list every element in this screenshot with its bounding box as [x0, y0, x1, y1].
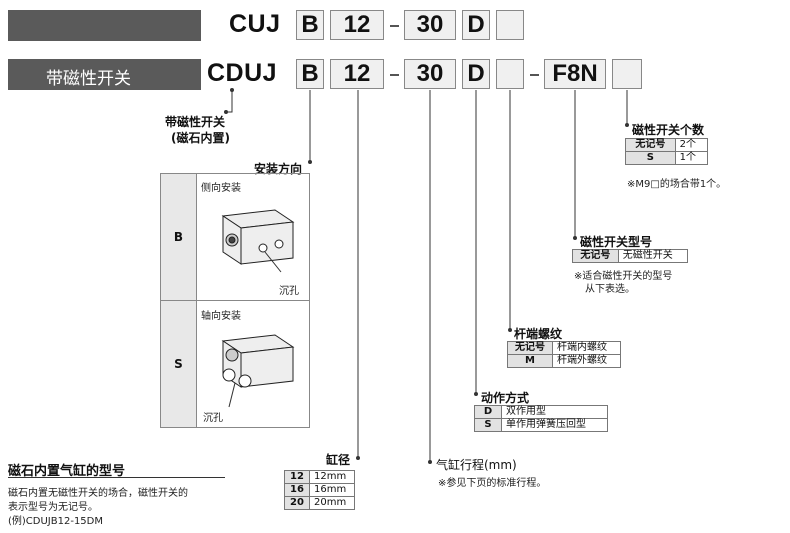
code-mount-1: B: [296, 10, 324, 40]
counterbore-label: 沉孔: [279, 286, 299, 297]
model-prefix-cduj: CDUJ: [207, 59, 278, 87]
bore-title: 缸径: [326, 453, 351, 467]
bore-code: 16: [283, 483, 311, 497]
dash: [530, 74, 539, 76]
code-action-1: D: [462, 10, 490, 40]
bore-value: 20mm: [309, 496, 355, 510]
mounting-desc: 轴向安装: [201, 311, 241, 322]
switch-count-desc: 1个: [674, 151, 709, 165]
magnet-model-example: (例)CDUJB12-15DM: [8, 516, 103, 527]
model-prefix-cuj: CUJ: [229, 10, 281, 38]
code-rod-1: [496, 10, 524, 40]
cylinder-side-mount-icon: [221, 209, 295, 273]
magnet-model-title: 磁石内置气缸的型号: [8, 464, 126, 479]
magnet-title: 带磁性开关: [165, 115, 226, 129]
code-rod-2: [496, 59, 524, 89]
mounting-code: S: [161, 301, 197, 427]
dash: [390, 25, 399, 27]
switch-type-note: 从下表选。: [585, 284, 635, 295]
bore-code: 20: [283, 496, 311, 510]
action-code: D: [474, 405, 502, 419]
mounting-option-b: B 侧向安装 沉孔: [160, 173, 310, 301]
code-stroke-2: 30: [404, 59, 456, 89]
dash: [390, 74, 399, 76]
code-switch-type: F8N: [544, 59, 606, 89]
switch-type-note: ※适合磁性开关的型号: [574, 271, 673, 282]
magnet-subtitle: (磁石内置): [171, 131, 230, 145]
stroke-title: 气缸行程(mm): [436, 458, 517, 472]
divider: [8, 477, 225, 478]
header-bar-2: 带磁性开关: [8, 59, 201, 90]
bore-value: 16mm: [309, 483, 355, 497]
code-action-2: D: [462, 59, 490, 89]
table-row: 无记号无磁性开关: [572, 249, 689, 263]
header-bar-1: [8, 10, 201, 41]
switch-type-code: 无记号: [572, 249, 619, 263]
code-bore-2: 12: [330, 59, 384, 89]
magnet-model-line: 磁石内置无磁性开关的场合，磁性开关的: [8, 488, 188, 499]
bore-value: 12mm: [309, 470, 355, 484]
stroke-note: ※参见下页的标准行程。: [438, 478, 547, 489]
rod-thread-title: 杆端螺纹: [514, 327, 563, 341]
mounting-title: 安装方向: [254, 162, 303, 176]
code-bore-1: 12: [330, 10, 384, 40]
switch-count-code: S: [625, 151, 676, 165]
bore-code: 12: [283, 470, 311, 484]
rod-desc: 杆端内螺纹: [551, 341, 622, 355]
switch-type-table: 无记号无磁性开关: [572, 249, 689, 263]
mounting-option-s: S 轴向安装 沉孔: [160, 300, 310, 428]
action-code: S: [474, 418, 502, 432]
code-switch-count: [612, 59, 642, 89]
switch-count-desc: 2个: [674, 138, 709, 152]
counterbore-label: 沉孔: [203, 413, 223, 424]
action-desc: 双作用型: [501, 405, 608, 419]
action-desc: 单作用弹簧压回型: [501, 418, 608, 432]
action-title: 动作方式: [481, 391, 530, 405]
switch-type-desc: 无磁性开关: [617, 249, 689, 263]
mounting-desc: 侧向安装: [201, 183, 241, 194]
rod-code: M: [507, 354, 553, 368]
switch-type-title: 磁性开关型号: [580, 235, 653, 249]
table-row: 无记号杆端内螺纹: [507, 341, 622, 355]
magnet-switch-label: 带磁性开关: [46, 69, 131, 89]
rod-desc: 杆端外螺纹: [551, 354, 622, 368]
switch-count-note: ※M9□的场合带1个。: [627, 179, 727, 190]
code-mount-2: B: [296, 59, 324, 89]
cylinder-axial-mount-icon: [221, 334, 295, 408]
rod-code: 无记号: [507, 341, 553, 355]
switch-count-title: 磁性开关个数: [632, 123, 705, 137]
switch-count-code: 无记号: [625, 138, 676, 152]
code-stroke-1: 30: [404, 10, 456, 40]
magnet-model-line: 表示型号为无记号。: [8, 502, 98, 513]
mounting-code: B: [161, 174, 197, 300]
